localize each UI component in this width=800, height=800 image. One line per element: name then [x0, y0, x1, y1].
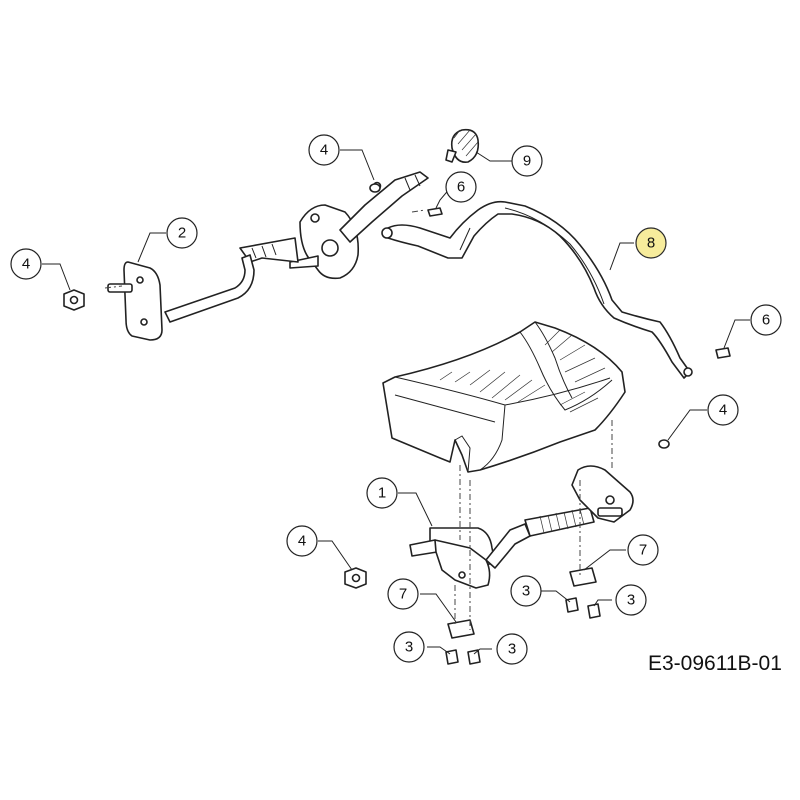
callout-2: 2: [166, 217, 198, 249]
callout-4-lower: 4: [286, 525, 318, 557]
small-parts-top: [369, 128, 731, 449]
callout-4-right: 4: [707, 394, 739, 426]
svg-text:6: 6: [457, 179, 465, 196]
svg-text:9: 9: [523, 153, 531, 170]
callout-8-highlighted: 8: [635, 227, 667, 259]
callout-3-mid-right: 3: [615, 584, 647, 616]
callouts: 4 9 6 2 4 8 6 4: [10, 134, 782, 665]
part-drawing: [63, 128, 731, 665]
svg-text:4: 4: [719, 402, 727, 419]
callout-3-bottom-left: 3: [393, 631, 425, 663]
callout-6-top: 6: [445, 171, 477, 203]
deck-housing: [382, 321, 626, 473]
callout-7-right: 7: [627, 534, 659, 566]
lever-assembly: [239, 171, 429, 280]
svg-text:1: 1: [378, 485, 386, 502]
svg-text:8: 8: [647, 235, 655, 252]
handle-rod: [381, 200, 693, 379]
alignment-lines: [104, 209, 613, 630]
svg-text:7: 7: [399, 586, 407, 603]
svg-text:6: 6: [762, 312, 770, 329]
svg-text:3: 3: [522, 583, 530, 600]
svg-text:3: 3: [405, 639, 413, 656]
svg-text:3: 3: [627, 592, 635, 609]
front-axle: [344, 465, 634, 589]
svg-text:4: 4: [298, 533, 306, 550]
svg-text:2: 2: [178, 225, 186, 242]
callout-3-bottom-right: 3: [496, 633, 528, 665]
svg-text:7: 7: [639, 542, 647, 559]
callout-3-mid-left: 3: [510, 575, 542, 607]
rear-axle: [63, 254, 255, 341]
callout-9: 9: [511, 145, 543, 177]
callout-7-left: 7: [387, 578, 419, 610]
callout-4-left: 4: [10, 248, 42, 280]
callout-1: 1: [366, 477, 398, 509]
svg-text:4: 4: [22, 256, 30, 273]
svg-text:4: 4: [320, 142, 328, 159]
callout-4-top: 4: [308, 134, 340, 166]
drawing-code: E3-09611B-01: [648, 652, 782, 675]
callout-6-right: 6: [750, 304, 782, 336]
svg-text:3: 3: [508, 641, 516, 658]
